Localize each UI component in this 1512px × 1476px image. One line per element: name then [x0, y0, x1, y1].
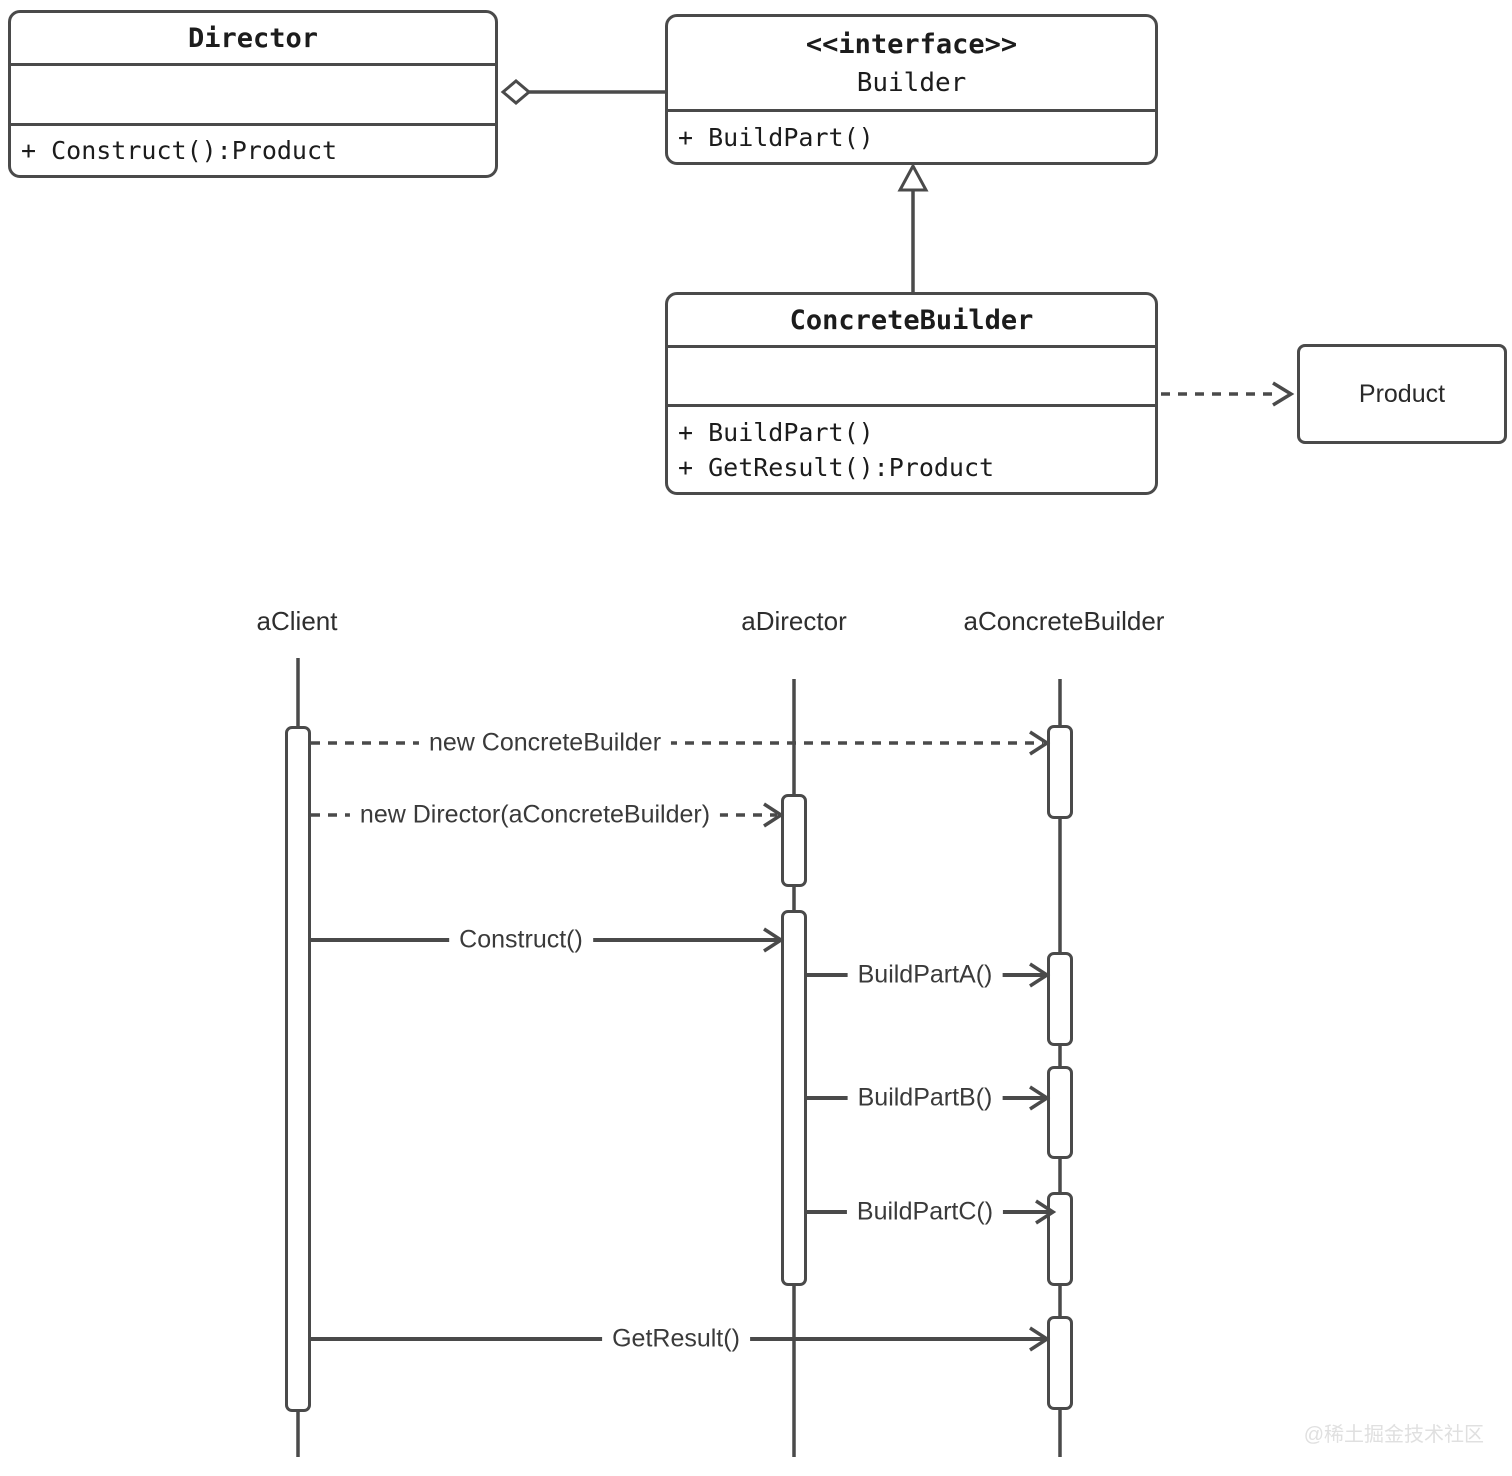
concrete-builder-operation: + BuildPart(): [678, 417, 874, 447]
activation-bar-adirector-1: [781, 794, 807, 887]
lifeline-label-adirector: aDirector: [741, 606, 847, 636]
arrowhead-buildparta-icon: [1029, 962, 1051, 988]
message-label-new-director: new Director(aConcreteBuilder): [349, 800, 721, 830]
concrete-builder-operation: + GetResult():Product: [678, 452, 995, 482]
class-director-operations: + Construct():Product: [11, 123, 495, 175]
class-product: Product: [1297, 344, 1507, 444]
class-concrete-builder-title: ConcreteBuilder: [789, 304, 1034, 336]
message-label-new-concretebuilder: new ConcreteBuilder: [418, 728, 672, 758]
dependency-arrowhead-icon: [1272, 381, 1295, 407]
director-operation: + Construct():Product: [21, 136, 338, 165]
class-director-title: Director: [187, 22, 319, 54]
activation-bar-aconcretebuilder-5: [1047, 1316, 1073, 1410]
arrowhead-construct-icon: [763, 927, 785, 953]
class-concrete-builder: ConcreteBuilder + BuildPart() + GetResul…: [665, 292, 1158, 495]
class-director-attributes: [11, 63, 495, 123]
arrowhead-getresult-icon: [1029, 1326, 1051, 1352]
activation-bar-aconcretebuilder-2: [1047, 952, 1073, 1046]
class-product-title: Product: [1358, 379, 1446, 408]
realization-triangle-icon: [897, 162, 929, 192]
activation-bar-aconcretebuilder-1: [1047, 725, 1073, 819]
arrowhead-buildpartc-icon: [1035, 1199, 1057, 1225]
class-builder: <<interface>> Builder + BuildPart(): [665, 14, 1158, 165]
class-builder-header: <<interface>> Builder: [668, 17, 1155, 109]
watermark: @稀土掘金技术社区: [1303, 1424, 1484, 1446]
arrowhead-new-director-icon: [763, 802, 785, 828]
message-label-buildpartb: BuildPartB(): [847, 1083, 1003, 1113]
arrowhead-buildpartb-icon: [1029, 1085, 1051, 1111]
class-concrete-builder-attributes: [668, 345, 1155, 404]
message-label-buildparta: BuildPartA(): [847, 960, 1003, 990]
message-label-buildpartc: BuildPartC(): [846, 1197, 1004, 1227]
message-label-getresult: GetResult(): [602, 1324, 750, 1354]
class-builder-title: Builder: [856, 67, 967, 98]
lifeline-label-aclient: aClient: [256, 606, 338, 636]
builder-operation: + BuildPart(): [678, 122, 874, 152]
message-label-construct: Construct(): [449, 925, 593, 955]
class-director: Director + Construct():Product: [8, 10, 498, 178]
class-concrete-builder-operations: + BuildPart() + GetResult():Product: [668, 404, 1155, 492]
arrowhead-new-concretebuilder-icon: [1029, 730, 1051, 756]
builder-stereotype: <<interface>>: [805, 28, 1018, 60]
activation-bar-aconcretebuilder-4: [1047, 1192, 1073, 1286]
activation-bar-aconcretebuilder-3: [1047, 1066, 1073, 1159]
activation-bar-aclient: [285, 726, 311, 1412]
lifeline-label-aconcretebuilder: aConcreteBuilder: [963, 606, 1165, 636]
class-builder-operations: + BuildPart(): [668, 109, 1155, 162]
activation-bar-adirector-2: [781, 910, 807, 1286]
